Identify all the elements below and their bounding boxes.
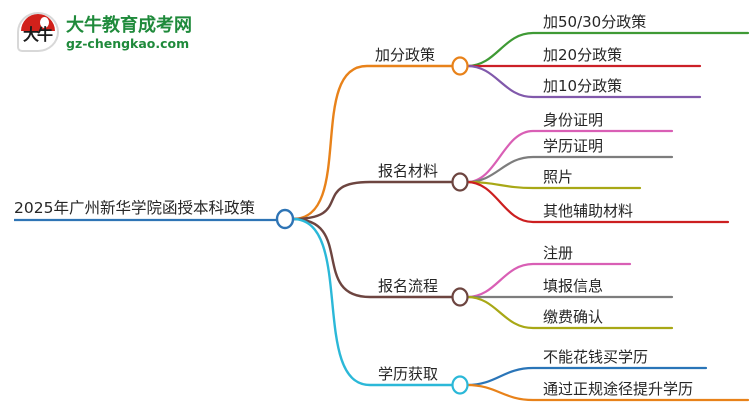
leaf-edge: [465, 31, 750, 68]
site-logo: 大牛 大牛教育成考网 gz-chengkao.com: [16, 8, 206, 58]
branch-node-1[interactable]: [451, 56, 469, 76]
logo-red-cap-dot: [40, 17, 49, 28]
leaf-edge: [465, 262, 632, 299]
leaf-edge: [465, 295, 674, 330]
leaf-edge: [465, 180, 730, 224]
branch-label-4: 学历获取: [378, 365, 438, 383]
leaf-label-2-1: 身份证明: [543, 111, 603, 129]
leaf-label-3-1: 注册: [543, 244, 573, 262]
mindmap-nodes: [275, 56, 469, 395]
logo-text-block: 大牛教育成考网 gz-chengkao.com: [66, 15, 192, 52]
branch-label-2: 报名材料: [378, 162, 438, 180]
root-node-label: 2025年广州新华学院函授本科政策: [14, 198, 255, 217]
logo-mark-text: 大牛: [22, 25, 53, 44]
leaf-edge: [465, 383, 750, 402]
branch-node-3[interactable]: [451, 287, 469, 307]
leaf-label-1-2: 加20分政策: [543, 46, 622, 64]
branch-edge: [291, 217, 455, 387]
leaf-label-3-2: 填报信息: [543, 277, 603, 295]
leaf-edge: [465, 129, 674, 184]
logo-mark-icon: 大牛: [16, 11, 60, 55]
leaf-edge: [465, 155, 674, 184]
branch-edge: [291, 180, 455, 221]
leaf-label-1-3: 加10分政策: [543, 77, 622, 95]
leaf-label-4-2: 通过正规途径提升学历: [543, 380, 693, 398]
mindmap-labels: 2025年广州新华学院函授本科政策 加分政策 加50/30分政策加20分政策加10分…: [14, 13, 693, 398]
logo-url: gz-chengkao.com: [66, 35, 190, 51]
mindmap-edges: [14, 31, 750, 402]
leaf-label-2-2: 学历证明: [543, 137, 603, 155]
leaf-label-1-1: 加50/30分政策: [543, 13, 646, 31]
branch-node-4[interactable]: [451, 375, 469, 395]
leaf-label-4-1: 不能花钱买学历: [543, 348, 648, 366]
leaf-label-3-3: 缴费确认: [543, 308, 603, 326]
branch-edge: [291, 64, 455, 221]
branch-node-2[interactable]: [451, 172, 469, 192]
leaf-edge: [465, 180, 642, 190]
logo-title: 大牛教育成考网: [66, 14, 192, 36]
branch-edge: [291, 217, 455, 299]
branch-label-3: 报名流程: [378, 277, 438, 295]
root-node[interactable]: [275, 208, 295, 230]
branch-label-1: 加分政策: [375, 46, 435, 64]
leaf-label-2-4: 其他辅助材料: [543, 202, 633, 220]
leaf-edge: [465, 64, 702, 99]
leaf-label-2-3: 照片: [543, 168, 573, 186]
